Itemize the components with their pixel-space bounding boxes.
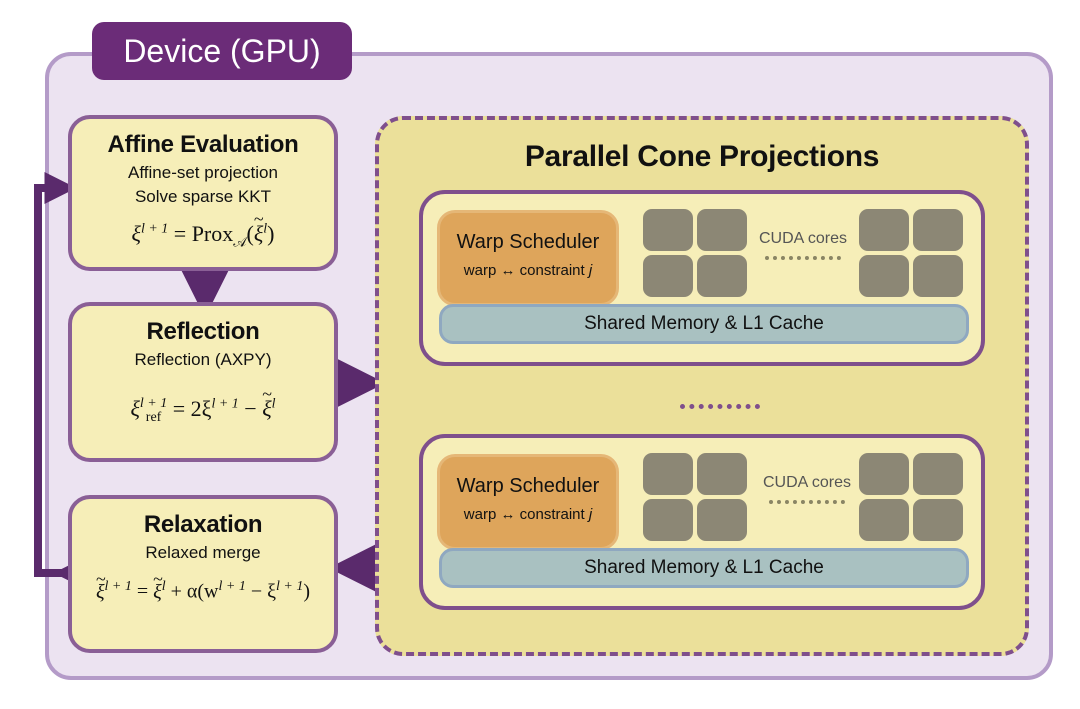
affine-line-2: Solve sparse KKT bbox=[134, 187, 272, 206]
affine-evaluation-title: Affine Evaluation bbox=[107, 131, 299, 158]
affine-equation: ξl + 1 = Prox𝒜(ξl) bbox=[72, 209, 334, 251]
affine-evaluation-box: Affine Evaluation Affine-set projection … bbox=[68, 115, 338, 271]
affine-line-1: Affine-set projection bbox=[128, 163, 278, 182]
cuda-core bbox=[643, 499, 693, 541]
ellipsis-dots bbox=[765, 256, 841, 260]
cuda-core bbox=[913, 255, 963, 297]
warp-scheduler-2: Warp Scheduler warp ↔ constraint j bbox=[437, 454, 619, 550]
cuda-core bbox=[697, 255, 747, 297]
warp-scheduler-1: Warp Scheduler warp ↔ constraint j bbox=[437, 210, 619, 306]
cuda-core bbox=[859, 499, 909, 541]
cuda-cores-label: CUDA cores bbox=[759, 230, 848, 247]
cuda-core bbox=[859, 453, 909, 495]
device-gpu-label: Device (GPU) bbox=[92, 22, 352, 80]
sm-block-1: Warp Scheduler warp ↔ constraint j CUDA … bbox=[419, 190, 985, 366]
relaxation-equation: ξl + 1 = ξl + α(wl + 1 − ξl + 1) bbox=[72, 569, 334, 604]
cuda-core bbox=[859, 255, 909, 297]
cuda-core bbox=[697, 209, 747, 251]
relaxation-line-1: Relaxed merge bbox=[145, 543, 261, 562]
cuda-core bbox=[913, 209, 963, 251]
cuda-core bbox=[913, 499, 963, 541]
cuda-core bbox=[643, 209, 693, 251]
reflection-line-1: Reflection (AXPY) bbox=[134, 350, 272, 369]
shared-memory-l1-cache-2: Shared Memory & L1 Cache bbox=[439, 548, 969, 588]
relaxation-title: Relaxation bbox=[143, 511, 263, 538]
parallel-title: Parallel Cone Projections bbox=[524, 140, 880, 173]
relaxation-box: Relaxation Relaxed merge ξl + 1 = ξl + α… bbox=[68, 495, 338, 653]
sm-ellipsis-dots bbox=[680, 404, 760, 409]
ellipsis-dots bbox=[769, 500, 845, 504]
cuda-core bbox=[697, 453, 747, 495]
cuda-core bbox=[697, 499, 747, 541]
reflection-title: Reflection bbox=[146, 318, 260, 345]
cuda-cores-label: CUDA cores bbox=[763, 474, 852, 491]
loop-arrow bbox=[34, 172, 86, 589]
shared-memory-l1-cache-1: Shared Memory & L1 Cache bbox=[439, 304, 969, 344]
cuda-core bbox=[913, 453, 963, 495]
cuda-core bbox=[643, 453, 693, 495]
cuda-core bbox=[859, 209, 909, 251]
cuda-core bbox=[643, 255, 693, 297]
sm-block-2: Warp Scheduler warp ↔ constraint j CUDA … bbox=[419, 434, 985, 610]
